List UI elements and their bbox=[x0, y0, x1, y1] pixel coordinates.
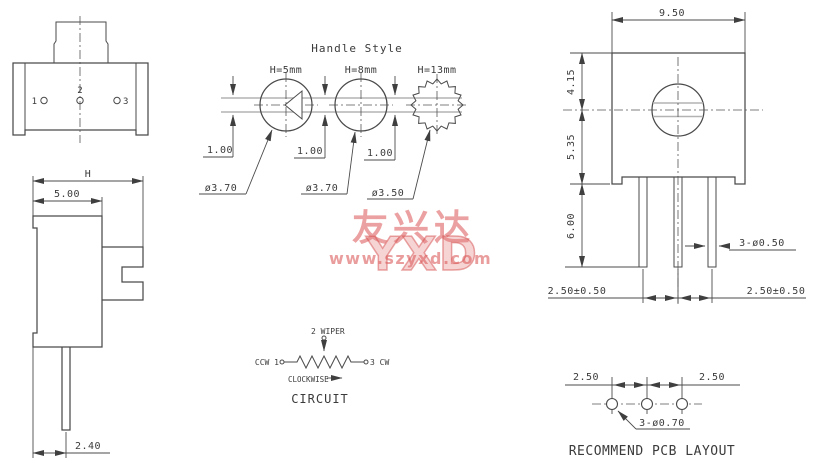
depth-dim-label: 5.00 bbox=[54, 189, 80, 200]
left-side-view: H 5.00 2.40 bbox=[32, 169, 144, 458]
pcb-pitch-left-label: 2.50 bbox=[573, 372, 599, 383]
handle-style-title: Handle Style bbox=[311, 42, 402, 55]
pitch-right-label: 2.50±0.50 bbox=[747, 286, 806, 297]
pin-profile bbox=[61, 347, 71, 431]
circuit-caption: CIRCUIT bbox=[291, 392, 349, 406]
pin-right bbox=[707, 177, 717, 268]
pin2-circle bbox=[76, 96, 84, 105]
variant3-label: H=13mm bbox=[417, 65, 456, 76]
front-view: 1 2 3 bbox=[12, 16, 149, 143]
pcb-layout: 2.50 2.50 3-ø0.70 RECOMMEND PCB LAYOUT bbox=[565, 372, 740, 459]
dim-5_35-label: 5.35 bbox=[566, 134, 577, 160]
pin-offset-label: 2.40 bbox=[75, 441, 101, 452]
terminal-2 bbox=[321, 335, 327, 341]
wiper-label: 2 WIPER bbox=[311, 327, 345, 336]
pin-dia-label: 3-ø0.50 bbox=[739, 238, 785, 249]
resistor-zigzag bbox=[284, 354, 364, 370]
variant2-label: H=8mm bbox=[345, 65, 378, 76]
variant1-label: H=5mm bbox=[270, 65, 303, 76]
leader-line bbox=[412, 129, 431, 200]
shaft-profile bbox=[102, 246, 144, 301]
terminal-3 bbox=[363, 359, 369, 365]
pcb-pitch-right-label: 2.50 bbox=[699, 372, 725, 383]
leader-line bbox=[245, 129, 273, 195]
pin-left bbox=[638, 177, 648, 268]
hole-1 bbox=[605, 397, 619, 411]
width-dim-label: 9.50 bbox=[659, 8, 685, 19]
pin1-label: 1 bbox=[32, 97, 37, 107]
slot3-label: 1.00 bbox=[367, 148, 393, 159]
dia3-label: ø3.50 bbox=[372, 188, 405, 199]
slot2-label: 1.00 bbox=[297, 146, 323, 157]
dim-6_00-label: 6.00 bbox=[566, 213, 577, 239]
dim-4_15-label: 4.15 bbox=[566, 69, 577, 95]
height-dim-label: H bbox=[85, 169, 92, 180]
leader-line bbox=[617, 410, 637, 430]
body-profile bbox=[32, 215, 103, 348]
hole-3 bbox=[675, 397, 689, 411]
ccw-label: CCW 1 bbox=[255, 358, 279, 367]
handle-style-section: Handle Style H=5mm H=8mm H=13mm 1.00 1.0… bbox=[199, 42, 468, 200]
right-side-view: 9.50 4.15 5.35 6.00 3-ø0.50 2.50±0.50 2 bbox=[548, 8, 806, 305]
clockwise-label: CLOCKWISE bbox=[288, 375, 329, 384]
pin2-label: 2 bbox=[77, 86, 82, 96]
circuit-schematic: CCW 1 3 CW 2 WIPER CLOCKWISE CIRCUIT bbox=[255, 327, 390, 406]
slot-notch bbox=[284, 89, 303, 121]
hole-spec-label: 3-ø0.70 bbox=[639, 418, 685, 429]
handle-5mm-circle bbox=[259, 78, 313, 132]
slot1-label: 1.00 bbox=[207, 145, 233, 156]
dia2-label: ø3.70 bbox=[306, 183, 339, 194]
pin1-circle bbox=[40, 96, 48, 105]
pin3-label: 3 bbox=[123, 97, 128, 107]
terminal-1 bbox=[279, 359, 285, 365]
hole-2 bbox=[640, 397, 654, 411]
cw-label: 3 CW bbox=[370, 358, 389, 367]
pin3-circle bbox=[113, 96, 121, 105]
handle-8mm-circle bbox=[334, 78, 388, 132]
dia1-label: ø3.70 bbox=[205, 183, 238, 194]
knurled-circle-outline bbox=[410, 78, 464, 132]
body-outline bbox=[611, 52, 746, 185]
knob-outline bbox=[53, 21, 109, 63]
pitch-left-label: 2.50±0.50 bbox=[548, 286, 607, 297]
pcb-caption: RECOMMEND PCB LAYOUT bbox=[569, 444, 736, 459]
leader-line bbox=[346, 131, 357, 195]
